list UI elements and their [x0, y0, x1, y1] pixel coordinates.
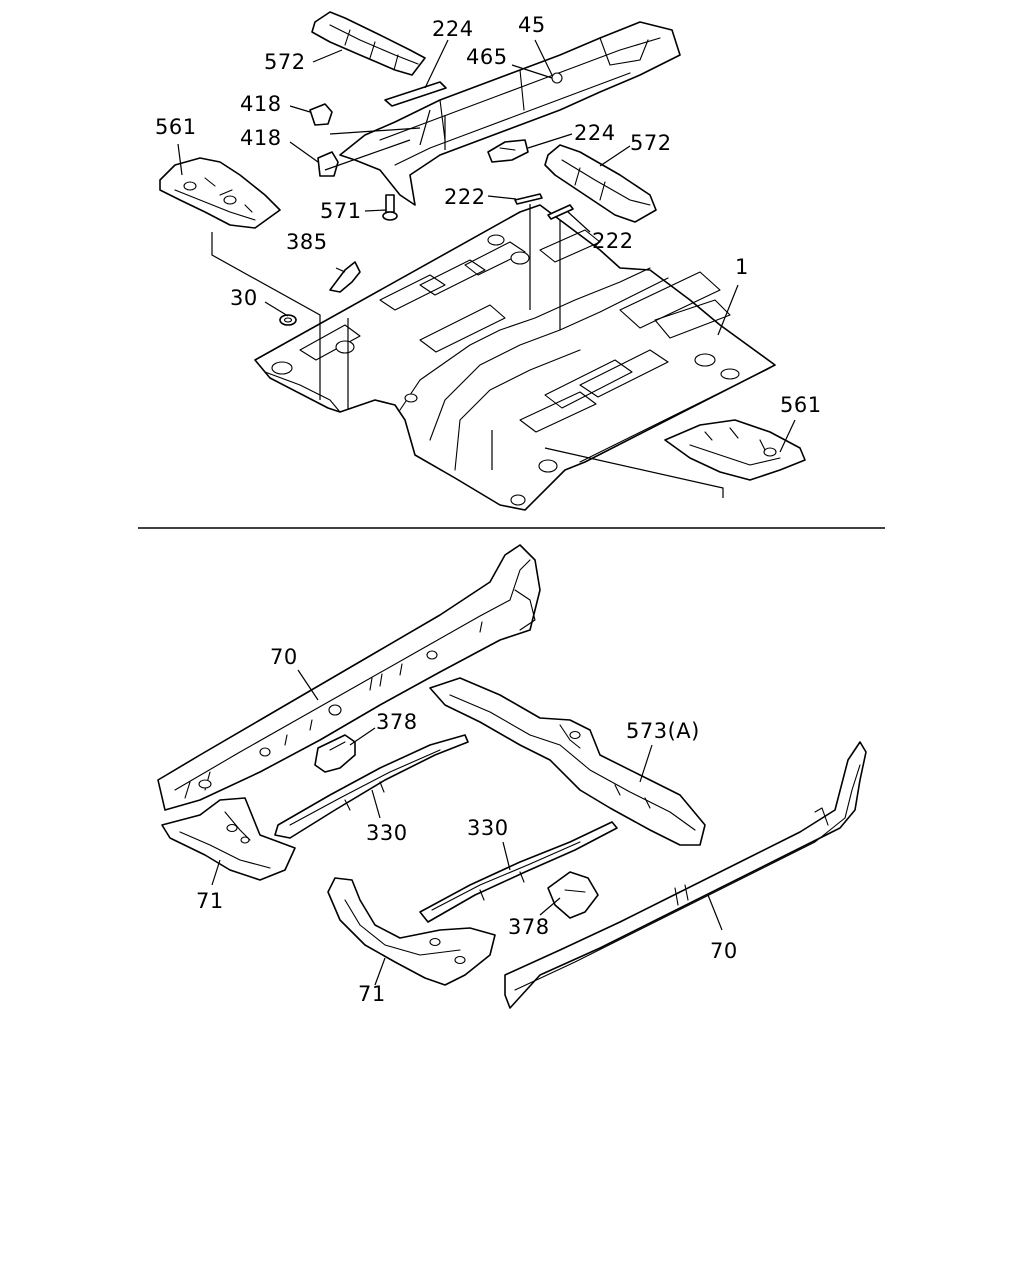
callout-571: 571: [320, 199, 362, 223]
callout-378-bottom: 378: [508, 915, 550, 939]
callout-572-top: 572: [264, 50, 306, 74]
part-330-left: [274, 734, 469, 839]
part-330-right: [419, 821, 618, 923]
part-71-right: [327, 877, 496, 986]
callout-1: 1: [735, 255, 749, 279]
callout-45: 45: [518, 13, 546, 37]
part-71-left: [161, 797, 296, 881]
callout-465: 465: [466, 45, 508, 69]
callout-561-left: 561: [155, 115, 197, 139]
callout-71-left: 71: [196, 889, 224, 913]
part-378-upper: [314, 734, 356, 773]
callout-30: 30: [230, 286, 258, 310]
callout-330-left: 330: [366, 821, 408, 845]
upper-leader-lines: [177, 39, 796, 498]
part-465-nut: [551, 72, 563, 84]
part-561-left: [159, 157, 281, 229]
callout-572-right: 572: [630, 131, 672, 155]
floor-panel: [254, 204, 776, 511]
callout-70-right: 70: [710, 939, 738, 963]
callout-224-top: 224: [432, 17, 474, 41]
callout-573a: 573(A): [626, 719, 700, 743]
part-572-upper: [311, 11, 426, 76]
callout-71-right: 71: [358, 982, 386, 1006]
callout-385: 385: [286, 230, 328, 254]
callout-224-right: 224: [574, 121, 616, 145]
callout-378-top: 378: [376, 710, 418, 734]
part-571-bolt: [382, 194, 398, 221]
callout-418-bottom: 418: [240, 126, 282, 150]
callout-222-right: 222: [592, 229, 634, 253]
lower-leader-lines: [211, 669, 723, 986]
upper-callouts: 572 224 45 465 418 418 561 224 572 222 5…: [155, 13, 822, 417]
part-70-right-sill: [504, 741, 867, 1009]
part-222-rods: [514, 193, 574, 220]
part-70-left-sill: [157, 544, 541, 811]
part-418-clips: [309, 103, 339, 177]
callout-222-left: 222: [444, 185, 486, 209]
part-378-lower: [547, 871, 599, 919]
part-573a-crossmember: [429, 677, 706, 846]
callout-561-right: 561: [780, 393, 822, 417]
part-561-right: [664, 419, 806, 481]
part-30-grommet: [279, 314, 297, 326]
lower-callouts: 70 378 573(A) 330 330 71 378 70 71: [196, 645, 738, 1006]
part-572-lower: [544, 144, 657, 223]
callout-330-right: 330: [467, 816, 509, 840]
part-224-brackets: [384, 81, 529, 163]
callout-70-left: 70: [270, 645, 298, 669]
callout-418-top: 418: [240, 92, 282, 116]
part-385-clip: [329, 261, 361, 293]
